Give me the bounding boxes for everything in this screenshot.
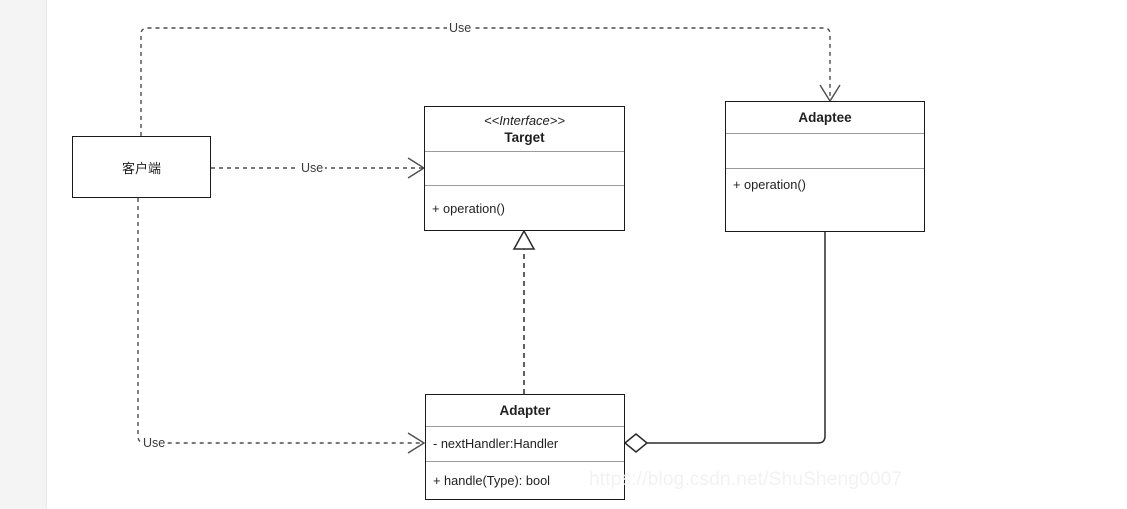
- adaptee-operation: + operation(): [733, 177, 806, 192]
- edge-label-client-to-adaptee: Use: [447, 21, 474, 35]
- target-name: Target: [504, 130, 545, 145]
- edge-label-client-to-adapter: Use: [141, 436, 168, 450]
- adaptee-title-compartment: Adaptee: [726, 102, 924, 133]
- adapter-operation: + handle(Type): bool: [433, 472, 551, 488]
- target-stereotype: <<Interface>>: [484, 113, 565, 128]
- uml-class-target[interactable]: <<Interface>> Target + operation(): [424, 106, 625, 231]
- adaptee-operations-compartment: + operation(): [726, 168, 924, 230]
- uml-class-adaptee[interactable]: Adaptee + operation(): [725, 101, 925, 232]
- edge-adapter-realizes-target: [512, 229, 536, 394]
- adaptee-attributes-compartment: [726, 133, 924, 168]
- adapter-name: Adapter: [499, 403, 551, 418]
- edge-client-to-adapter: [137, 198, 426, 454]
- target-attributes-compartment: [425, 151, 624, 185]
- adapter-title-compartment: Adapter: [426, 395, 624, 426]
- watermark-text: https://blog.csdn.net/ShuSheng0007: [589, 469, 903, 490]
- uml-class-adapter[interactable]: Adapter - nextHandler:Handler + handle(T…: [425, 394, 625, 500]
- edge-adapter-aggregates-adaptee: [623, 232, 826, 453]
- adaptee-name: Adaptee: [798, 110, 852, 125]
- editor-left-gutter: [0, 0, 47, 509]
- client-name: 客户端: [121, 160, 161, 176]
- uml-class-client[interactable]: 客户端: [72, 136, 211, 198]
- client-title-compartment: 客户端: [73, 137, 210, 197]
- target-operation: + operation(): [432, 201, 505, 216]
- target-operations-compartment: + operation(): [425, 185, 624, 232]
- adapter-attributes-compartment: - nextHandler:Handler: [426, 426, 624, 461]
- target-title-compartment: <<Interface>> Target: [425, 107, 624, 151]
- adapter-operations-compartment: + handle(Type): bool: [426, 461, 624, 499]
- edge-label-client-to-target: Use: [299, 161, 326, 175]
- adapter-attribute: - nextHandler:Handler: [433, 436, 559, 451]
